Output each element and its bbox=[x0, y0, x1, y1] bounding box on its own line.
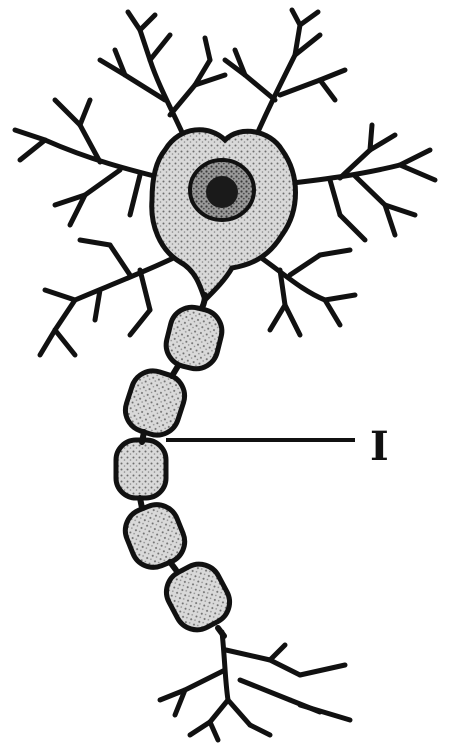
schwann-cell bbox=[162, 303, 227, 374]
axon-terminals bbox=[160, 632, 350, 740]
schwann-cell bbox=[159, 556, 238, 637]
nucleolus bbox=[206, 176, 238, 208]
dendrite-lower-right bbox=[250, 250, 355, 335]
dendrite-right bbox=[275, 125, 435, 240]
schwann-cell bbox=[119, 498, 192, 574]
schwann-cell bbox=[116, 440, 166, 498]
myelin-sheath bbox=[116, 303, 237, 638]
cell-body bbox=[152, 130, 296, 300]
dendrite-left bbox=[15, 100, 170, 225]
schwann-cell bbox=[120, 365, 191, 441]
label-i: I bbox=[370, 423, 389, 470]
axon bbox=[116, 295, 237, 638]
